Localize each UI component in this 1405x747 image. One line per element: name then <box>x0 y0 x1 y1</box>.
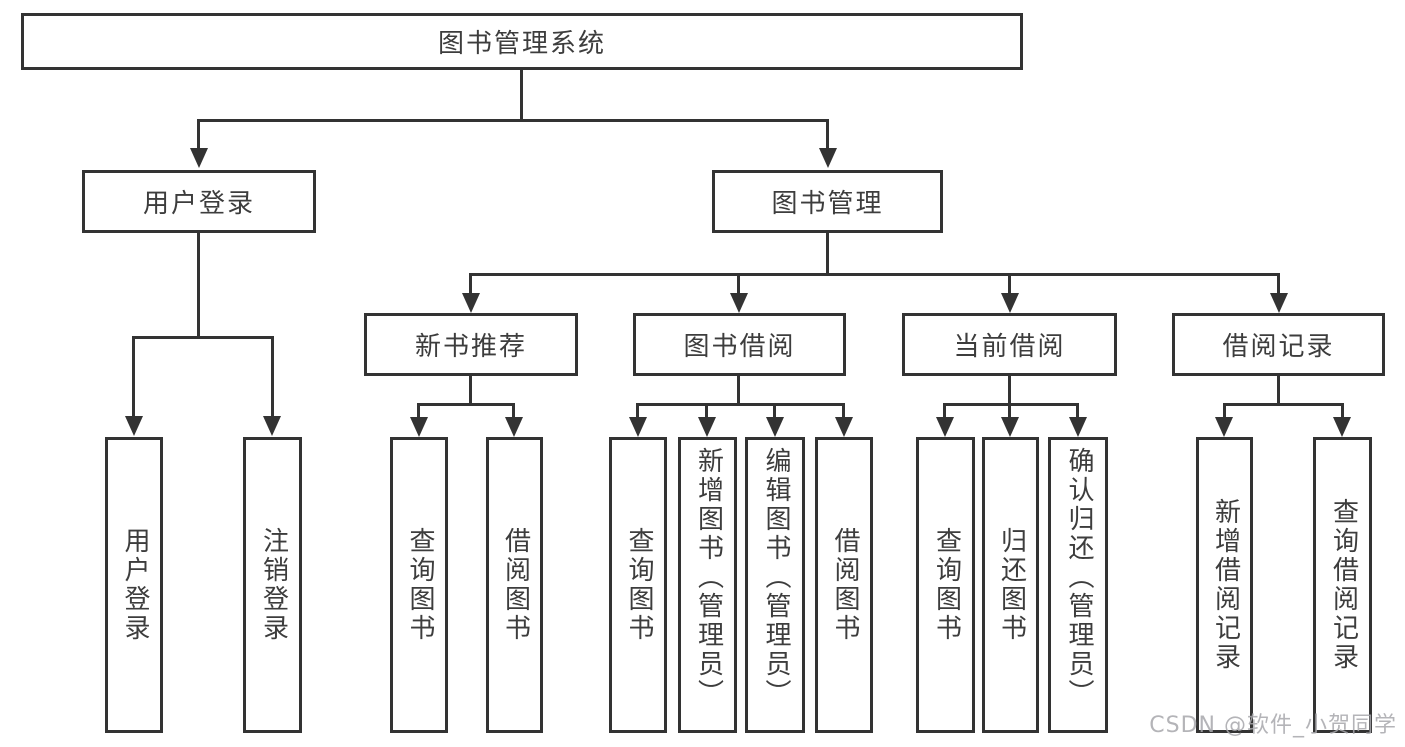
connector-bor-c3-shaft <box>773 403 776 417</box>
arrowhead-rec-c2 <box>505 417 523 437</box>
arrowhead-bor-c2 <box>698 417 716 437</box>
connector-records-stub <box>1277 376 1280 403</box>
arrowhead-cur-c2 <box>1001 417 1019 437</box>
connector-recd-c2-shaft <box>1341 403 1344 417</box>
leaf-confirm-return-admin: 确认归还（管理员） <box>1048 437 1108 733</box>
arrowhead-cur-c1 <box>936 417 954 437</box>
connector-book-mgmt-shaft <box>826 119 829 150</box>
leaf-logout: 注销登录 <box>243 437 302 733</box>
connector-user-login-shaft <box>197 119 200 150</box>
arrowhead-bor-c4 <box>835 417 853 437</box>
connector-borrow-shaft <box>737 273 740 295</box>
connector-records-bracket <box>1223 403 1344 406</box>
leaf-query-books-current-label: 查询图书 <box>931 527 962 643</box>
leaf-add-books-admin-label: 新增图书（管理员） <box>693 447 724 708</box>
leaf-query-books-recommend-label: 查询图书 <box>404 527 435 643</box>
node-current-borrowing-label: 当前借阅 <box>953 332 1066 362</box>
connector-mgmt-stub <box>826 233 829 273</box>
connector-cur-c3-shaft <box>1076 403 1079 417</box>
leaf-edit-books-admin-label: 编辑图书（管理员） <box>760 447 791 708</box>
leaf-query-books-recommend: 查询图书 <box>390 437 448 733</box>
connector-recommend-stub <box>469 376 472 403</box>
leaf-user-login-label: 用户登录 <box>119 527 150 643</box>
connector-recd-c1-shaft <box>1223 403 1226 417</box>
connector-root-stub <box>520 70 523 119</box>
connector-bor-c4-shaft <box>842 403 845 417</box>
leaf-borrow-books-label: 借阅图书 <box>829 527 860 643</box>
arrowhead-bor-c1 <box>629 417 647 437</box>
arrowhead-recd-c2 <box>1333 417 1351 437</box>
leaf-query-borrow-record: 查询借阅记录 <box>1313 437 1372 733</box>
connector-login-stub <box>197 233 200 336</box>
node-user-login-label: 用户登录 <box>142 189 255 219</box>
leaf-borrow-books-recommend-label: 借阅图书 <box>500 527 531 643</box>
leaf-borrow-books: 借阅图书 <box>815 437 873 733</box>
connector-recommend-bracket <box>417 403 515 406</box>
connector-rec-c1-shaft <box>417 403 420 417</box>
arrowhead-records <box>1270 293 1288 313</box>
node-current-borrowing: 当前借阅 <box>902 313 1117 376</box>
connector-level2-hline <box>469 273 1280 276</box>
connector-bor-c2-shaft <box>705 403 708 417</box>
connector-current-bracket <box>943 403 1079 406</box>
connector-borrow-stub <box>737 376 740 403</box>
leaf-logout-label: 注销登录 <box>258 527 289 643</box>
leaf-add-borrow-record-label: 新增借阅记录 <box>1210 498 1241 672</box>
node-root: 图书管理系统 <box>21 13 1023 70</box>
leaf-edit-books-admin: 编辑图书（管理员） <box>745 437 805 733</box>
arrowhead-recd-c1 <box>1215 417 1233 437</box>
leaf-borrow-books-recommend: 借阅图书 <box>486 437 543 733</box>
leaf-query-books-current: 查询图书 <box>916 437 975 733</box>
connector-level1-hline <box>197 119 829 122</box>
leaf-query-borrow-record-label: 查询借阅记录 <box>1328 498 1359 672</box>
arrowhead-current <box>1001 293 1019 313</box>
node-root-label: 图书管理系统 <box>437 29 606 59</box>
connector-cur-c2-shaft <box>1008 403 1011 417</box>
leaf-add-borrow-record: 新增借阅记录 <box>1196 437 1253 733</box>
node-new-book-recommend: 新书推荐 <box>364 313 578 376</box>
arrowhead-user-login <box>190 148 208 168</box>
node-borrow-records: 借阅记录 <box>1172 313 1385 376</box>
connector-borrow-bracket <box>636 403 845 406</box>
leaf-query-books-borrow: 查询图书 <box>609 437 667 733</box>
node-book-borrowing: 图书借阅 <box>633 313 846 376</box>
leaf-return-books-label: 归还图书 <box>996 527 1027 643</box>
arrowhead-rec-c1 <box>410 417 428 437</box>
node-borrow-records-label: 借阅记录 <box>1222 332 1335 362</box>
arrowhead-borrow <box>730 293 748 313</box>
node-user-login: 用户登录 <box>82 170 316 233</box>
leaf-add-books-admin: 新增图书（管理员） <box>678 437 737 733</box>
arrowhead-login-right <box>263 416 281 436</box>
leaf-query-books-borrow-label: 查询图书 <box>623 527 654 643</box>
connector-recommend-shaft <box>469 273 472 295</box>
connector-records-shaft <box>1277 273 1280 295</box>
node-book-management: 图书管理 <box>712 170 943 233</box>
connector-login-bracket <box>132 336 274 339</box>
arrowhead-bor-c3 <box>766 417 784 437</box>
node-book-borrowing-label: 图书借阅 <box>683 332 796 362</box>
arrowhead-book-mgmt <box>819 148 837 168</box>
connector-login-left-shaft <box>132 336 135 416</box>
connector-current-stub <box>1008 376 1011 403</box>
leaf-confirm-return-admin-label: 确认归还（管理员） <box>1063 447 1094 708</box>
connector-current-shaft <box>1008 273 1011 295</box>
node-new-book-recommend-label: 新书推荐 <box>414 332 527 362</box>
arrowhead-recommend <box>462 293 480 313</box>
connector-cur-c1-shaft <box>943 403 946 417</box>
leaf-return-books: 归还图书 <box>982 437 1039 733</box>
node-book-management-label: 图书管理 <box>771 189 884 219</box>
csdn-watermark: CSDN @软件_小贺同学 <box>1149 713 1397 738</box>
connector-bor-c1-shaft <box>636 403 639 417</box>
leaf-user-login: 用户登录 <box>105 437 163 733</box>
arrowhead-login-left <box>125 416 143 436</box>
connector-login-right-shaft <box>271 336 274 416</box>
connector-rec-c2-shaft <box>512 403 515 417</box>
arrowhead-cur-c3 <box>1069 417 1087 437</box>
